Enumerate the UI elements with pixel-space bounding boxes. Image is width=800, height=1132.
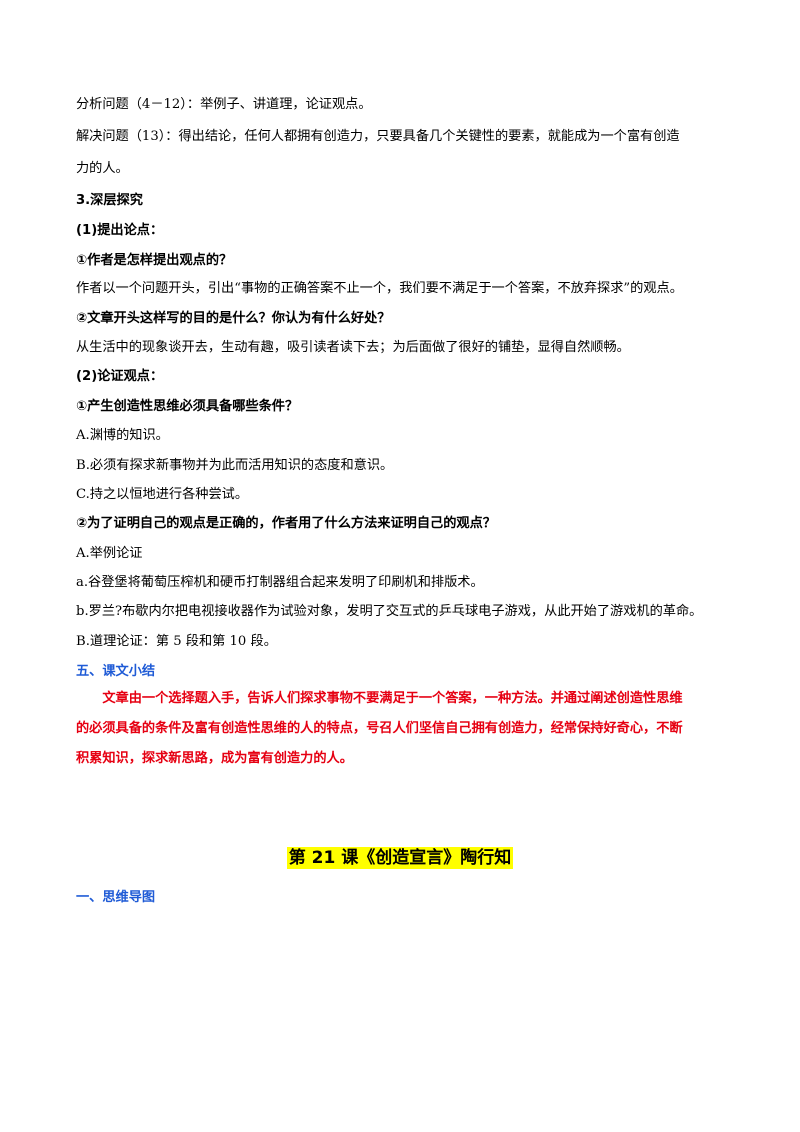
summary-line: 的必须具备的条件及富有创造性思维的人的特点，号召人们坚信自己拥有创造力，经常保持…	[76, 721, 683, 736]
question-3: ①产生创造性思维必须具备哪些条件？	[76, 399, 299, 414]
section-heading-summary: 五、课文小结	[76, 664, 156, 679]
question-2: ②文章开头这样写的目的是什么？你认为有什么好处？	[76, 311, 391, 326]
text-line-solution-cont: 力的人。	[76, 161, 129, 176]
lesson-title: 第 21 课《创造宣言》陶行知	[286, 847, 514, 869]
summary-line: 积累知识，探求新思路，成为富有创造力的人。	[76, 751, 353, 766]
section-heading-deep-inquiry: 3.深层探究	[76, 193, 143, 208]
example-b: b.罗兰?布歇内尔把电视接收器作为试验对象，发明了交互式的乒乓球电子游戏，从此开…	[76, 604, 703, 619]
answer-2: 从生活中的现象谈开去，生动有趣，吸引读者读下去；为后面做了很好的铺垫，显得自然顺…	[76, 340, 630, 355]
question-1: ①作者是怎样提出观点的？	[76, 253, 233, 268]
example-a: a.谷登堡将葡萄压榨机和硬币打制器组合起来发明了印刷机和排版术。	[76, 575, 484, 590]
subheading-thesis: (1)提出论点：	[76, 223, 164, 238]
condition-b: B.必须有探求新事物并为此而活用知识的态度和意识。	[76, 458, 394, 473]
subheading-argument: (2)论证观点：	[76, 369, 164, 384]
method-a: A.举例论证	[76, 546, 143, 561]
method-b: B.道理论证：第 5 段和第 10 段。	[76, 634, 277, 649]
answer-1: 作者以一个问题开头，引出“事物的正确答案不止一个，我们要不满足于一个答案，不放弃…	[76, 281, 683, 296]
condition-c: C.持之以恒地进行各种尝试。	[76, 487, 249, 502]
section-heading-mindmap: 一、思维导图	[76, 890, 156, 905]
question-4: ②为了证明自己的观点是正确的，作者用了什么方法来证明自己的观点？	[76, 516, 496, 531]
summary-paragraph: 文章由一个选择题入手，告诉人们探求事物不要满足于一个答案，一种方法。并通过阐述创…	[76, 690, 736, 768]
summary-line: 文章由一个选择题入手，告诉人们探求事物不要满足于一个答案，一种方法。并通过阐述创…	[76, 691, 683, 706]
text-line-solution: 解决问题（13）：得出结论，任何人都拥有创造力，只要具备几个关键性的要素，就能成…	[76, 129, 680, 144]
text-line-analysis: 分析问题（4－12）：举例子、讲道理，论证观点。	[76, 97, 372, 112]
condition-a: A.渊博的知识。	[76, 428, 169, 443]
lesson-title-wrap: 第 21 课《创造宣言》陶行知	[0, 847, 800, 869]
